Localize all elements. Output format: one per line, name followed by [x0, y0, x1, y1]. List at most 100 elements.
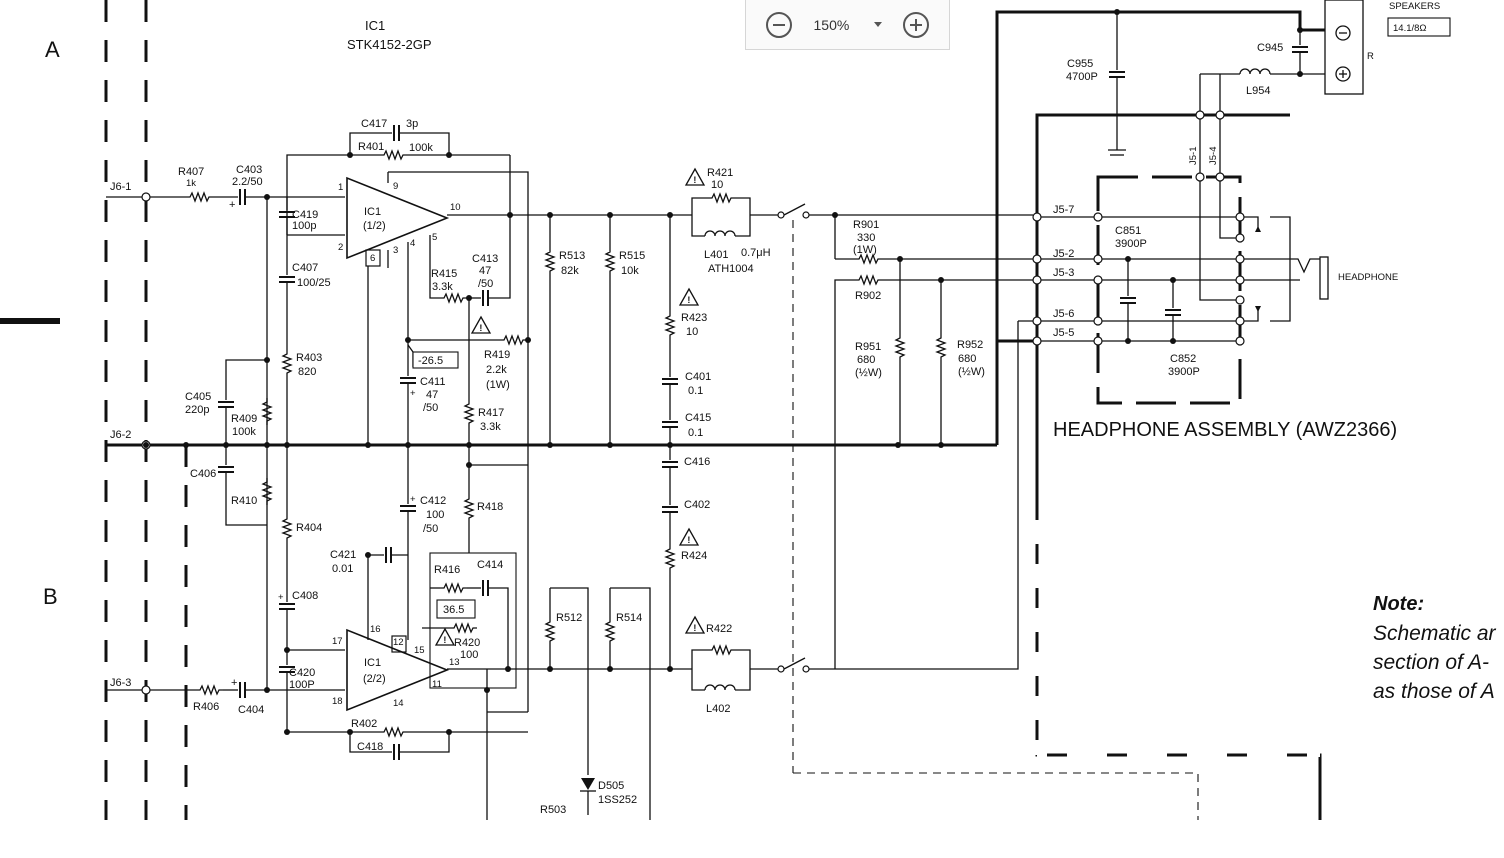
- zoom-level-value: 150%: [813, 16, 850, 33]
- c406-label: C406: [190, 468, 216, 480]
- r407-value: 1k: [186, 178, 196, 189]
- chevron-down-icon: [873, 22, 882, 27]
- c402-label: C402: [684, 499, 710, 511]
- svg-text:J5-3: J5-3: [1053, 267, 1074, 279]
- lower-input-network: C406 R410 R404 C408 + C420 100P R406 C40…: [150, 445, 529, 761]
- svg-text:+: +: [410, 388, 416, 399]
- r419-value: 2.2k: [486, 364, 507, 376]
- zoom-out-button[interactable]: [766, 11, 792, 38]
- l401-part: ATH1004: [708, 263, 754, 275]
- svg-text:17: 17: [332, 636, 343, 647]
- svg-text:+: +: [278, 592, 284, 603]
- upper-input-network: R407 1k C403 2.2/50 + C419 100p R401 100…: [150, 118, 511, 690]
- c417-value: 3p: [406, 118, 418, 130]
- r514-label: R514: [616, 612, 642, 624]
- c852-label: C852: [1170, 353, 1196, 365]
- speakers-value: 14.1/8Ω: [1393, 23, 1427, 34]
- svg-text:J5-1: J5-1: [1188, 147, 1199, 165]
- svg-text:16: 16: [370, 624, 381, 635]
- c412-value: 100: [426, 509, 444, 521]
- svg-text:(2/2): (2/2): [363, 673, 386, 685]
- d505-label: D505: [598, 780, 624, 792]
- r901-watt: (1W): [853, 244, 877, 256]
- svg-text:18: 18: [332, 696, 343, 707]
- r403-value: 820: [298, 366, 316, 378]
- j6-connectors: J6-1 J6-2 J6-3: [106, 181, 151, 695]
- j6-2-label: J6-2: [110, 429, 131, 441]
- c421-value: 0.01: [332, 563, 353, 575]
- headphone-assembly-title: HEADPHONE ASSEMBLY (AWZ2366): [1053, 419, 1398, 441]
- r512-label: R512: [556, 612, 582, 624]
- r503-label: R503: [540, 804, 566, 816]
- svg-text:+: +: [410, 494, 416, 505]
- headphone-label: HEADPHONE: [1338, 272, 1398, 283]
- voltage-36-5: 36.5: [443, 604, 464, 616]
- svg-text:IC1: IC1: [364, 206, 381, 218]
- c413-label: C413: [472, 253, 498, 265]
- r419-label: R419: [484, 349, 510, 361]
- zoom-level-select[interactable]: 150%: [808, 11, 888, 39]
- connector-rails: [104, 0, 188, 820]
- j5-connectors: J5-7 J5-2 J5-3 J5-6 J5-5 J5-1 J5-4: [835, 110, 1398, 670]
- c403-label: C403: [236, 164, 262, 176]
- svg-text:14: 14: [393, 698, 404, 709]
- speaker-output: C955 4700P C945 L954 R SPEAKERS 14.1/8Ω: [1066, 0, 1451, 156]
- r416-label: R416: [434, 564, 460, 576]
- ic-part: STK4152-2GP: [347, 37, 432, 52]
- c404-label: C404: [238, 704, 264, 716]
- c412-value2: /50: [423, 523, 438, 535]
- l401-value: 0.7μH: [741, 247, 771, 259]
- r415-label: R415: [431, 268, 457, 280]
- c955-value: 4700P: [1066, 71, 1098, 83]
- c411-label: C411: [420, 376, 445, 388]
- j6-1-label: J6-1: [110, 181, 131, 193]
- ic-name: IC1: [365, 18, 385, 33]
- c851-value: 3900P: [1115, 238, 1147, 250]
- r423-value: 10: [686, 326, 698, 338]
- svg-text:13: 13: [449, 657, 460, 668]
- r409-value: 100k: [232, 426, 256, 438]
- c955-label: C955: [1067, 58, 1093, 70]
- r418-label: R418: [477, 501, 503, 513]
- r901-label: R901: [853, 219, 879, 231]
- svg-text:1: 1: [338, 182, 343, 193]
- r417-label: R417: [478, 407, 504, 419]
- svg-text:15: 15: [414, 645, 425, 656]
- note-block: Note: Schematic ar section of A- as thos…: [1373, 590, 1504, 706]
- r951-value: 680: [857, 354, 875, 366]
- c411-value2: /50: [423, 402, 438, 414]
- c407-value: 100/25: [297, 277, 331, 289]
- ic1-half2: IC1 (2/2) 17 18 16 12 15 13 11 14 C421 0…: [330, 445, 670, 820]
- svg-text:2: 2: [338, 242, 343, 253]
- r424-label: R424: [681, 550, 707, 562]
- svg-text:9: 9: [393, 181, 398, 192]
- c403-value: 2.2/50: [232, 176, 263, 188]
- svg-text:10: 10: [450, 202, 461, 213]
- r951-watt: (½W): [855, 367, 882, 379]
- ground-junctions: [143, 442, 944, 448]
- c418-label: C418: [357, 741, 383, 753]
- note-line-1: Schematic ar: [1373, 622, 1496, 645]
- r420-label: R420: [454, 637, 480, 649]
- c414-label: C414: [477, 559, 503, 571]
- svg-text:J5-5: J5-5: [1053, 327, 1074, 339]
- r422-label: R422: [706, 623, 732, 635]
- headphone-assembly-outline: [1035, 113, 1322, 820]
- zoom-in-button[interactable]: [903, 11, 929, 38]
- output-coil-lower: R422 L402: [670, 616, 835, 715]
- svg-text:12: 12: [393, 637, 404, 648]
- r901-value: 330: [857, 232, 875, 244]
- r410-label: R410: [231, 495, 257, 507]
- c411-value: 47: [426, 389, 438, 401]
- r415-value: 3.3k: [432, 281, 453, 293]
- r406-label: R406: [193, 701, 219, 713]
- d505-part: 1SS252: [598, 794, 637, 806]
- svg-text:5: 5: [432, 232, 437, 243]
- r417-value: 3.3k: [480, 421, 501, 433]
- r902-label: R902: [855, 290, 881, 302]
- r403-label: R403: [296, 352, 322, 364]
- section-a-label: A: [45, 37, 60, 62]
- svg-text:4: 4: [410, 238, 415, 249]
- c419-value: 100p: [292, 220, 316, 232]
